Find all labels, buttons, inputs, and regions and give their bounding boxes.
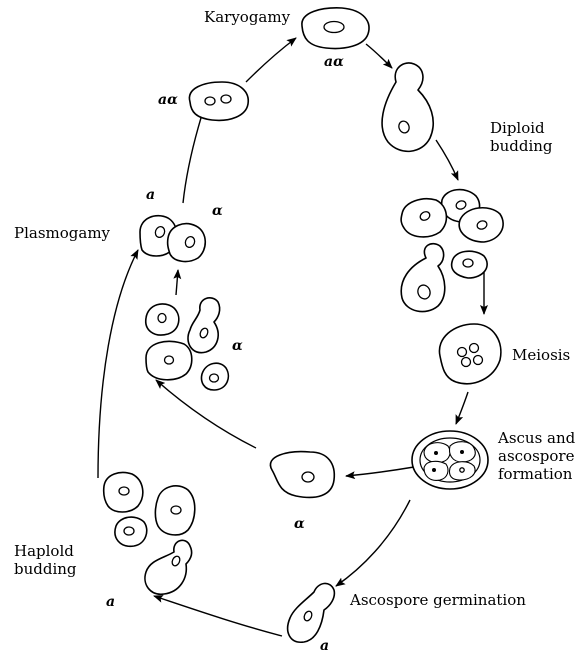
plasmogamy-cell-pair [140,216,205,262]
label-diploid-budding-line1: Diploid [490,119,545,137]
mating-type-a-haploid: a [106,594,115,610]
meiosis-cell [439,324,500,384]
diploid-budding-cell [382,63,433,151]
label-ascus-line1: Ascus and [497,429,576,447]
label-plasmogamy: Plasmogamy [14,224,111,242]
label-diploid-budding-line2: budding [490,137,553,155]
diploid-budding-cluster [401,190,503,312]
label-ascus-line3: formation [498,465,573,483]
arrow-haploid-budding-to-plasmogamy [98,250,138,478]
mating-type-a-germination: a [320,638,329,654]
haploid-budding-cluster [104,473,195,595]
mating-type-alpha-plasmogamy: α [212,203,223,219]
arrow-plasmogamy-to-diploid [183,108,204,203]
mating-type-a-alpha-zygote: aα [324,54,344,70]
haploid-cell-cluster [146,298,229,390]
arrow-ascus-to-alpha-cell [346,467,414,476]
label-karyogamy: Karyogamy [204,8,291,26]
ascus-with-ascospores [412,431,488,489]
mating-type-a-alpha-diploid: aα [158,92,178,108]
label-haploid-budding-line2: budding [14,560,77,578]
label-ascus-line2: ascospore [498,447,575,465]
arrow-diploid-to-karyogamy [246,38,296,82]
arrow-ascus-to-germination [336,500,410,586]
mating-type-a-plasmogamy: a [146,187,155,203]
label-ascospore-germination: Ascospore germination [349,591,526,609]
arrow-meiosis-to-ascus [456,392,468,424]
karyogamy-zygote-cell [302,8,369,49]
arrow-germination-to-haploid [154,596,282,636]
alpha-haploid-cell [270,452,334,498]
ascospore-germination-cell [288,583,335,642]
mating-type-alpha-cluster: α [232,338,243,354]
mating-type-alpha-middle: α [294,516,305,532]
label-meiosis: Meiosis [512,346,570,364]
arrow-haploid-cluster-to-pair [176,270,178,295]
arrow-alpha-cell-to-haploid [156,380,256,448]
diploid-cell-two-nuclei [189,82,248,120]
arrow-to-diploid-cluster [436,140,458,180]
label-haploid-budding-line1: Haplold [14,542,74,560]
arrow-karyogamy-to-diploid-budding [366,44,392,68]
